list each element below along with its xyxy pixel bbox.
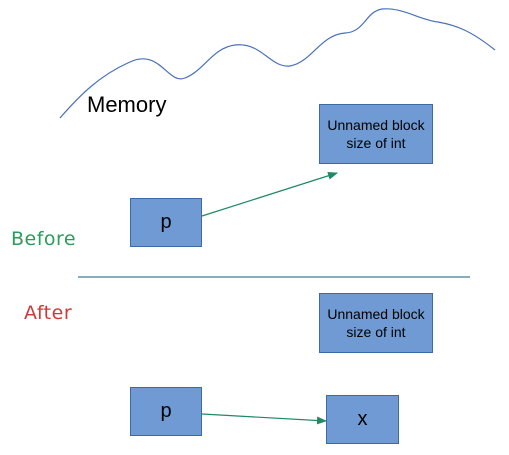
after-target-x: x — [326, 395, 399, 444]
before-unnamed-block: Unnamed block size of int — [319, 104, 433, 164]
before-pointer-label: p — [160, 211, 172, 233]
after-pointer-p: p — [130, 387, 202, 436]
after-target-label: x — [357, 408, 368, 430]
memory-label: Memory — [87, 92, 167, 117]
after-block-line1: Unnamed block — [327, 306, 425, 322]
before-pointer-arrow — [201, 171, 338, 217]
before-label: Before — [11, 228, 77, 250]
before-block-line1: Unnamed block — [327, 117, 425, 133]
memory-outline — [59, 8, 496, 119]
after-label: After — [24, 302, 73, 324]
after-block-line2: size of int — [346, 324, 406, 340]
before-block-line2: size of int — [346, 135, 406, 151]
after-pointer-label: p — [160, 400, 172, 422]
after-pointer-arrow — [201, 413, 327, 425]
after-unnamed-block: Unnamed block size of int — [319, 293, 433, 353]
before-pointer-p: p — [130, 198, 202, 247]
